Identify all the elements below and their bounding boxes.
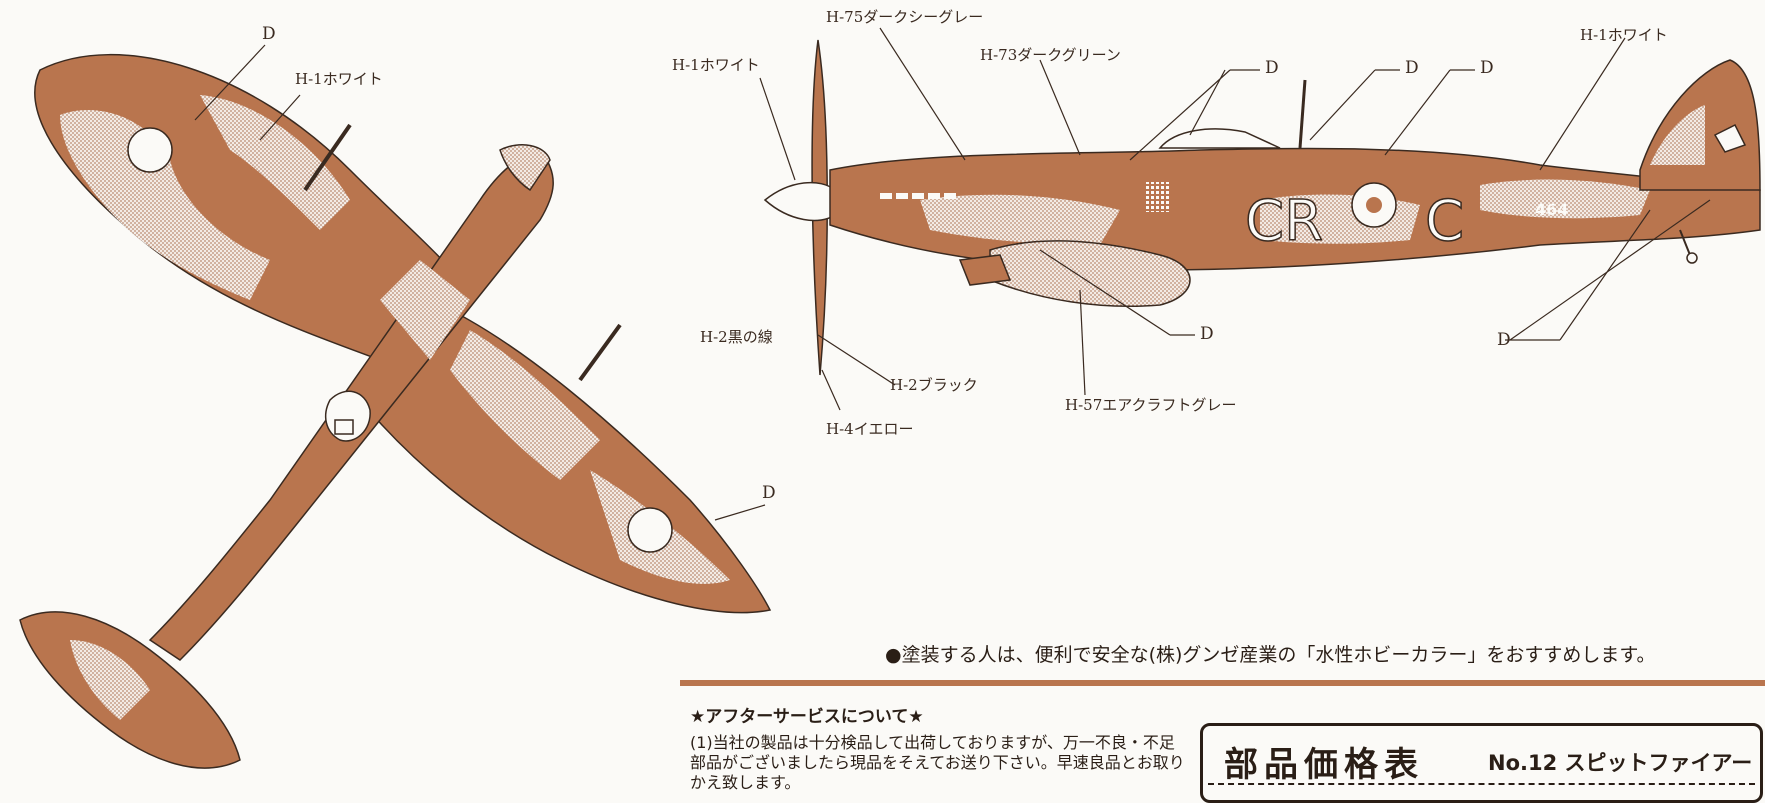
label-black-line: H-2黒の線 [700, 328, 773, 346]
label-decal-d: D [1200, 324, 1214, 344]
side-view-canopy [1158, 128, 1281, 149]
label-decal-d: D [1265, 58, 1279, 78]
aircraft-letter: C [1425, 189, 1464, 254]
after-service-text: (1)当社の製品は十分検品して出荷しておりますが、万一不良・不足部品がございまし… [690, 733, 1185, 792]
side-view-aircraft [763, 39, 1761, 376]
side-view-decals: CR C 464 [1244, 188, 1568, 255]
price-table-header: 部品価格表 No.12 スピットファイアー [1208, 731, 1755, 785]
label-decal-d: D [262, 24, 276, 44]
squadron-code-left: CR [1245, 189, 1323, 254]
label-aircraft-grey: H-57エアクラフトグレー [1065, 396, 1237, 414]
top-view-aircraft [19, 53, 772, 769]
label-yellow-paint: H-4イエロー [826, 420, 914, 438]
section-divider [680, 680, 1765, 686]
label-decal-d: D [1497, 330, 1511, 350]
label-white-paint: H-1ホワイト [672, 56, 760, 74]
label-decal-d: D [1480, 58, 1494, 78]
label-dark-green: H-73ダークグリーン [980, 46, 1121, 64]
label-black-paint: H-2ブラック [890, 376, 978, 394]
parts-price-table: 部品価格表 No.12 スピットファイアー [1200, 723, 1763, 803]
label-dark-sea-grey: H-75ダークシーグレー [826, 8, 984, 26]
paint-recommendation: ●塗装する人は、便利で安全な(株)グンゼ産業の「水性ホビーカラー」をおすすめしま… [885, 644, 1656, 666]
price-table-model: No.12 スピットファイアー [1488, 751, 1753, 775]
label-white-paint: H-1ホワイト [295, 70, 383, 88]
spinner [763, 181, 836, 222]
side-view-leader-lines [759, 27, 1711, 411]
label-decal-d: D [1405, 58, 1419, 78]
side-view-wing-root [989, 240, 1191, 307]
after-service-section: ★アフターサービスについて★ (1)当社の製品は十分検品して出荷しておりますが、… [690, 702, 1190, 793]
serial-number: 464 [1535, 200, 1568, 219]
label-white-paint: H-1ホワイト [1580, 26, 1668, 44]
price-table-title: 部品価格表 [1224, 745, 1424, 785]
after-service-heading: ★アフターサービスについて★ [690, 707, 924, 727]
top-view-leader-lines [194, 44, 766, 521]
label-decal-d: D [762, 483, 776, 503]
